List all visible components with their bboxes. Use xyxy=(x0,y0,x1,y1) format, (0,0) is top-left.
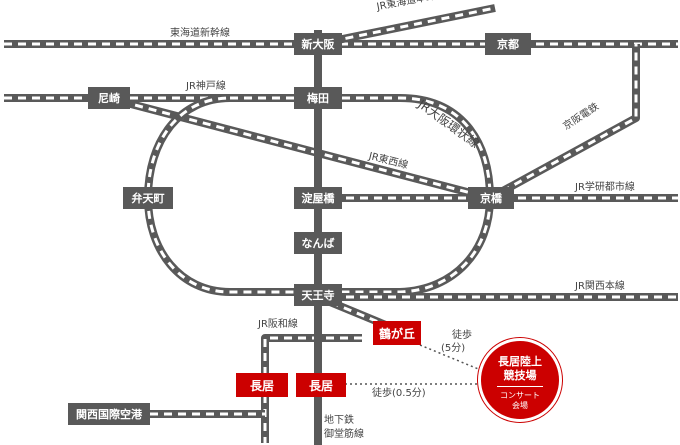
station-kyoto[interactable]: 京都 xyxy=(485,33,531,55)
station-nagai-subway[interactable]: 長居 xyxy=(296,373,346,397)
track-jr-tokaido-dash xyxy=(317,6,496,46)
walk-time-tsurugaoka: (5分) xyxy=(441,343,466,354)
line-label-jr-kansai: JR関西本線 xyxy=(575,281,625,292)
line-label-jr-kobe: JR神戸線 xyxy=(186,81,226,92)
venue-nagai-stadium[interactable]: 長居陸上 競技場 コンサート 会場 xyxy=(478,338,562,422)
station-umeda[interactable]: 梅田 xyxy=(294,87,342,109)
line-label-jr-gakken: JR学研都市線 xyxy=(575,182,635,193)
venue-name: 長居陸上 競技場 xyxy=(481,355,559,383)
rail-tracks xyxy=(4,4,678,445)
venue-tag: コンサート 会場 xyxy=(481,391,559,411)
station-tsurugaoka[interactable]: 鶴が丘 xyxy=(373,321,421,345)
venue-tag-line-2: 会場 xyxy=(512,401,528,410)
station-kyobashi[interactable]: 京橋 xyxy=(468,187,514,209)
venue-divider xyxy=(497,386,543,387)
station-nagai-jr[interactable]: 長居 xyxy=(236,373,288,397)
venue-name-line-2: 競技場 xyxy=(503,369,537,382)
station-shin-osaka[interactable]: 新大阪 xyxy=(294,33,342,55)
track-jr-tozai-dash xyxy=(107,96,491,200)
venue-tag-line-1: コンサート xyxy=(500,391,540,400)
station-tennoji[interactable]: 天王寺 xyxy=(294,284,342,306)
station-yodoyabashi[interactable]: 淀屋橋 xyxy=(294,187,342,209)
station-amagasaki[interactable]: 尼崎 xyxy=(88,87,130,109)
track-keihan-dash xyxy=(489,44,638,200)
line-label-jr-hanwa: JR阪和線 xyxy=(258,319,298,330)
track-jr-loop-dash xyxy=(146,96,492,294)
line-label-midosuji-1: 地下鉄 xyxy=(324,415,354,426)
walking-routes xyxy=(345,344,489,385)
line-label-tokaido-shinkansen: 東海道新幹線 xyxy=(170,28,230,39)
station-bentencho[interactable]: 弁天町 xyxy=(123,187,173,209)
walk-label-nagai: 徒歩(0.5分) xyxy=(372,388,426,399)
walk-label-tsurugaoka: 徒歩 xyxy=(452,330,472,341)
station-namba[interactable]: なんば xyxy=(294,232,342,254)
line-label-midosuji-2: 御堂筋線 xyxy=(324,429,364,440)
venue-name-line-1: 長居陸上 xyxy=(498,355,542,368)
station-kansai-airport[interactable]: 関西国際空港 xyxy=(68,403,150,425)
track-jr-hanwa-kix-dash xyxy=(263,336,362,443)
walk-path-tsurugaoka xyxy=(419,344,489,374)
